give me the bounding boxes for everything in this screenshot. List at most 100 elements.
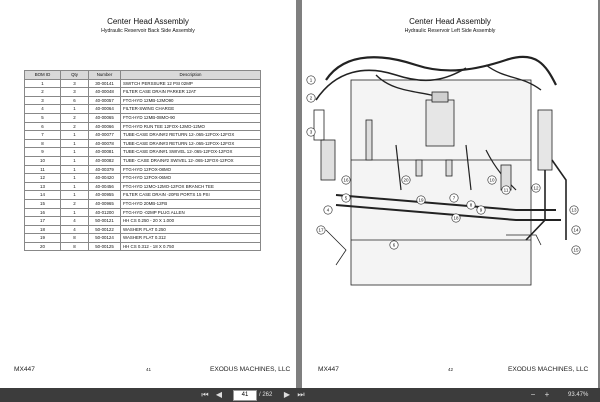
cell-description: FTG-HYD 12MO-12MO-12FOX BRANCH TEE bbox=[120, 181, 261, 192]
callout-label: 6 bbox=[393, 243, 396, 248]
callout-label: 15 bbox=[573, 248, 579, 253]
viewer-toolbar: ⏮ ◀ 41 / 262 ▶ ⏭ − + 93.47% bbox=[0, 388, 600, 402]
cell-bom-id: 14 bbox=[24, 190, 61, 200]
cell-number: 40-00379 bbox=[88, 164, 121, 175]
cell-number: 40-00082 bbox=[88, 155, 121, 166]
cell-bom-id: 4 bbox=[24, 104, 61, 114]
page-title: Center Head Assembly bbox=[107, 17, 189, 26]
cell-qty: 2 bbox=[60, 112, 89, 123]
cell-qty: 3 bbox=[60, 78, 89, 89]
cell-bom-id: 16 bbox=[24, 207, 61, 218]
cell-qty: 1 bbox=[60, 164, 89, 175]
callout-bubble bbox=[571, 225, 581, 235]
cell-number: 40-00420 bbox=[88, 173, 121, 183]
callout-bubble bbox=[341, 175, 351, 185]
callout-bubble bbox=[306, 93, 316, 103]
page-title: Center Head Assembly bbox=[409, 17, 491, 26]
cell-number: 40-00078 bbox=[88, 138, 121, 149]
callout-label: 16 bbox=[343, 178, 349, 183]
cell-bom-id: 11 bbox=[24, 164, 61, 175]
cell-description: TUBE-CASE DRAIN#3 RETURN 12-.065-12FOX-1… bbox=[120, 138, 261, 149]
cell-qty: 1 bbox=[60, 190, 89, 200]
cell-qty: 1 bbox=[60, 138, 89, 149]
cell-number: 50-00121 bbox=[88, 216, 121, 226]
page-subtitle: Hydraulic Reservoir Left Side Assembly bbox=[404, 28, 496, 34]
callout-bubble bbox=[316, 225, 326, 235]
cell-description: FTG-HYD RUN TEE 12FOX-12MO-12MO bbox=[120, 121, 261, 132]
zoom-out-icon[interactable]: − bbox=[530, 390, 536, 399]
last-page-icon[interactable]: ⏭ bbox=[297, 390, 305, 399]
cell-description: HH CS 0.250 - 20 X 1.000 bbox=[120, 216, 261, 226]
cell-number: 40-00065 bbox=[88, 112, 121, 123]
callout-bubble bbox=[306, 127, 316, 137]
cell-bom-id: 8 bbox=[24, 138, 61, 149]
cell-number: 50-00122 bbox=[88, 224, 121, 235]
callout-label: 10 bbox=[489, 178, 495, 183]
cell-number: 40-00955 bbox=[88, 190, 121, 200]
cell-bom-id: 12 bbox=[24, 173, 61, 183]
cell-number: 40-01200 bbox=[88, 207, 121, 218]
callout-bubble bbox=[451, 213, 461, 223]
callout-bubble bbox=[571, 245, 581, 255]
zoom-level[interactable]: 93.47% bbox=[568, 392, 589, 398]
callout-label: 18 bbox=[453, 216, 459, 221]
cell-qty: 4 bbox=[60, 224, 89, 235]
cell-number: 40-00066 bbox=[88, 121, 121, 132]
page-41: Center Head Assembly Hydraulic Reservoir… bbox=[0, 0, 296, 388]
cell-qty: 8 bbox=[60, 233, 89, 243]
cell-qty: 6 bbox=[60, 95, 89, 106]
cell-number: 40-00064 bbox=[88, 104, 121, 114]
callout-label: 20 bbox=[403, 178, 409, 183]
callout-bubble bbox=[389, 240, 399, 250]
callout-label: 1 bbox=[310, 78, 313, 83]
cell-description: WASHER FLAT 0.250 bbox=[120, 224, 261, 235]
cell-number: 40-00077 bbox=[88, 130, 121, 140]
cell-qty: 1 bbox=[60, 181, 89, 192]
cell-description: FTG-HYD 12MB-08MO-90 bbox=[120, 112, 261, 123]
callout-bubble bbox=[323, 205, 333, 215]
prev-page-icon[interactable]: ◀ bbox=[215, 390, 223, 399]
cell-qty: 4 bbox=[60, 216, 89, 226]
cell-bom-id: 6 bbox=[24, 121, 61, 132]
callout-bubble bbox=[531, 183, 541, 193]
footer-brand: EXODUS MACHINES, LLC bbox=[508, 366, 589, 373]
callout-bubble bbox=[466, 200, 476, 210]
footer-brand: EXODUS MACHINES, LLC bbox=[210, 366, 291, 373]
page-number-input[interactable]: 41 bbox=[233, 390, 257, 401]
callout-label: 4 bbox=[327, 208, 330, 213]
column-header-number: Number bbox=[88, 70, 121, 80]
cell-description: FTG-HYD 12MB-12MO90 bbox=[120, 95, 261, 106]
cell-qty: 3 bbox=[60, 87, 89, 97]
cell-description: HH CS 0.312 - 18 X 0.750 bbox=[120, 241, 261, 252]
cell-bom-id: 17 bbox=[24, 216, 61, 226]
cell-description: FTG-HYD -02MP PLUG ALLEN bbox=[120, 207, 261, 218]
callout-label: 11 bbox=[504, 188, 509, 193]
first-page-icon[interactable]: ⏮ bbox=[201, 390, 209, 399]
cell-description: TUBE- CASE DRAIN#2 SWIVEL 12-.065-12FOX-… bbox=[120, 155, 261, 166]
cell-qty: 1 bbox=[60, 147, 89, 157]
cell-bom-id: 15 bbox=[24, 198, 61, 209]
zoom-in-icon[interactable]: + bbox=[544, 390, 550, 399]
next-page-icon[interactable]: ▶ bbox=[283, 390, 291, 399]
cell-description: TUBE-CASE DRAIN#1 SWIVEL 12-.065-12FOX-1… bbox=[120, 147, 261, 157]
cell-qty: 8 bbox=[60, 241, 89, 252]
footer-model: MX447 bbox=[318, 366, 339, 373]
cell-description: FILTER CASE DRAIN -20FB PORTS 15 PSI bbox=[120, 190, 261, 200]
cell-description: SWITCH PERSSURE 12 PSI 02MP bbox=[120, 78, 261, 89]
callout-label: 2 bbox=[310, 96, 313, 101]
cell-number: 40-00081 bbox=[88, 147, 121, 157]
cell-number: 40-00965 bbox=[88, 198, 121, 209]
callout-bubble bbox=[401, 175, 411, 185]
